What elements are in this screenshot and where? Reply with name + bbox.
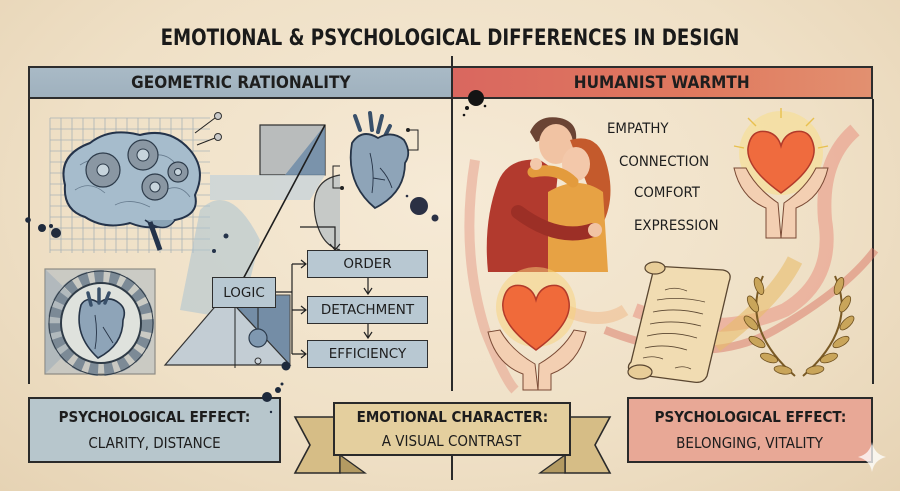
sparkle-icon — [858, 442, 886, 472]
flow-order-label: ORDER — [343, 256, 392, 272]
heart-in-hands-icon — [733, 108, 829, 239]
word-empathy: EMPATHY — [607, 121, 669, 137]
geometric-effect-label: PSYCHOLOGICAL EFFECT: — [58, 408, 251, 426]
humanist-effect-box: PSYCHOLOGICAL EFFECT: BELONGING, VITALIT… — [627, 397, 873, 463]
humanist-header-label: HUMANIST WARMTH — [574, 72, 750, 93]
brain-with-gears-icon — [62, 131, 201, 251]
ink-splatter — [405, 194, 439, 222]
ribbon-tails — [293, 416, 612, 474]
humanist-warmth-header: HUMANIST WARMTH — [453, 66, 873, 99]
geometric-effect-box: PSYCHOLOGICAL EFFECT: CLARITY, DISTANCE — [28, 397, 281, 463]
flowchart-connectors — [234, 226, 373, 371]
humanist-effect-value: BELONGING, VITALITY — [676, 434, 824, 452]
geometric-header-label: GEOMETRIC RATIONALITY — [130, 72, 351, 93]
flow-box-logic: LOGIC — [212, 277, 276, 308]
word-expression: EXPRESSION — [634, 218, 719, 234]
handwritten-scroll-icon — [627, 261, 731, 384]
word-comfort: COMFORT — [634, 185, 700, 201]
laurel-wreath-icon — [743, 275, 855, 377]
flow-box-order: ORDER — [307, 250, 428, 278]
anatomical-heart-icon — [332, 111, 419, 210]
center-divider — [451, 56, 453, 391]
page-title: EMOTIONAL & PSYCHOLOGICAL DIFFERENCES IN… — [160, 26, 740, 51]
banner-label: EMOTIONAL CHARACTER: — [356, 408, 548, 426]
brain-connectors — [194, 112, 222, 146]
humanist-effect-label: PSYCHOLOGICAL EFFECT: — [654, 408, 846, 426]
word-connection: CONNECTION — [619, 154, 710, 170]
flow-box-detachment: DETACHMENT — [307, 296, 428, 324]
geometric-rationality-header: GEOMETRIC RATIONALITY — [28, 66, 451, 99]
ink-splatter — [25, 217, 61, 238]
embracing-couple — [486, 117, 611, 272]
center-divider-bottom — [451, 456, 453, 480]
banner-value: A VISUAL CONTRAST — [382, 432, 522, 450]
ink-splatter — [462, 90, 487, 117]
flow-logic-label: LOGIC — [223, 284, 265, 301]
flow-box-efficiency: EFFICIENCY — [307, 340, 428, 368]
geometric-effect-value: CLARITY, DISTANCE — [88, 434, 221, 452]
ink-splatter — [262, 382, 284, 414]
left-panel-border — [28, 99, 30, 384]
heart-in-hands-icon — [487, 267, 587, 391]
flow-efficiency-label: EFFICIENCY — [328, 346, 407, 362]
emotional-character-banner: EMOTIONAL CHARACTER: A VISUAL CONTRAST — [333, 402, 571, 456]
flow-detachment-label: DETACHMENT — [320, 302, 415, 318]
heart-in-gear-icon — [44, 268, 156, 376]
right-panel-border — [872, 99, 874, 384]
